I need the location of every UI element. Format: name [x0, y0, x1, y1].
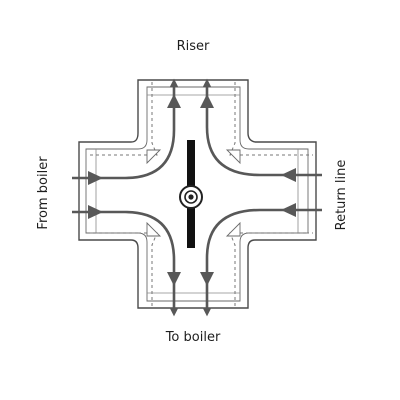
flow-from-boiler-lower-arrow — [72, 210, 179, 317]
valve-body-outline — [78, 79, 317, 309]
port-notch-bottom-right — [225, 221, 241, 237]
flow-return-to-boiler-arrow — [202, 208, 322, 317]
label-from-boiler: From boiler — [36, 156, 51, 230]
inflow-arrowhead-left-lower — [88, 205, 103, 219]
label-return-line: Return line — [334, 160, 349, 231]
label-riser: Riser — [177, 39, 210, 54]
inflow-arrowhead-left-upper — [88, 171, 103, 185]
port-notch-top-right — [225, 149, 241, 165]
chamber-bottom-left-dashed — [88, 232, 158, 306]
outflow-arrowhead-boiler-right — [200, 272, 214, 286]
inflow-arrowhead-right-lower — [281, 203, 296, 217]
valve-spindle-center — [188, 194, 194, 200]
valve-body-inner-outline — [85, 86, 309, 302]
outflow-arrowhead-riser-left — [167, 94, 181, 108]
port-notch-top-left — [146, 149, 162, 165]
inflow-arrowhead-right-upper — [281, 168, 296, 182]
outflow-arrowhead-riser-right — [200, 94, 214, 108]
chamber-top-right-dashed — [229, 82, 313, 156]
chamber-bottom-right-dashed — [229, 232, 313, 306]
outflow-arrowhead-boiler-left — [167, 272, 181, 286]
flow-from-boiler-to-riser-arrow — [72, 78, 179, 180]
flow-arrows — [72, 78, 322, 317]
flow-return-to-riser-arrow — [202, 78, 322, 177]
label-to-boiler: To boiler — [165, 330, 221, 345]
port-notch-bottom-left — [146, 221, 162, 237]
chamber-top-left-dashed — [88, 82, 158, 156]
valve-spindle-inner — [184, 190, 198, 204]
